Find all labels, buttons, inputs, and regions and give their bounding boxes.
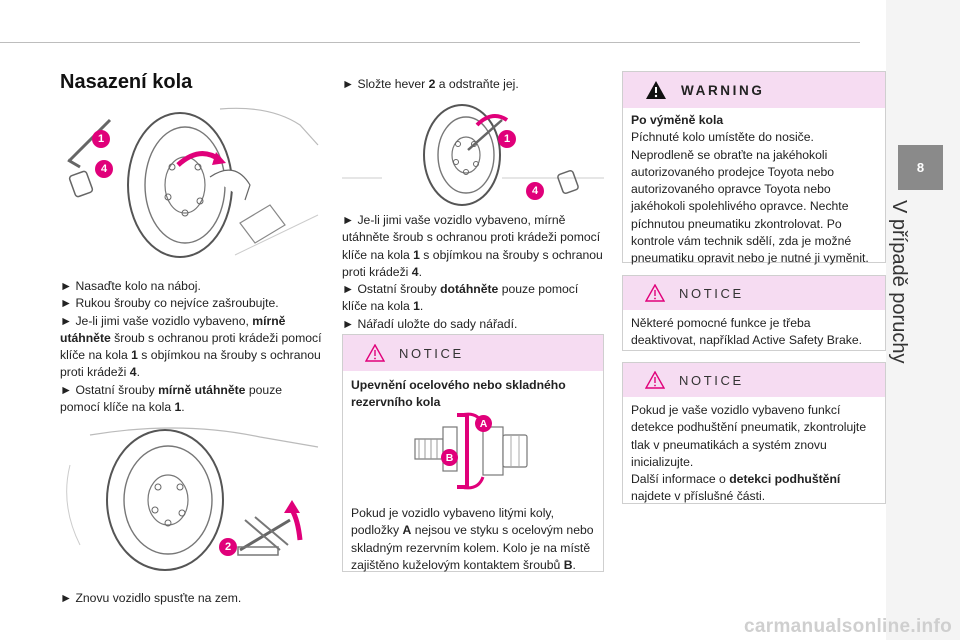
notice-header: NOTICE bbox=[343, 335, 603, 371]
caution-triangle-icon bbox=[365, 344, 385, 362]
step-mount-wheel-text: ► Nasaďte kolo na náboj. ► Rukou šrouby … bbox=[60, 279, 322, 415]
warning-header: WARNING bbox=[623, 72, 885, 108]
watermark: carmanualsonline.info bbox=[744, 616, 952, 637]
notice-text: Pokud je vozidlo vybaveno litými koly, p… bbox=[351, 506, 594, 572]
wheel-mounting-illustration bbox=[67, 107, 319, 258]
notice-label: NOTICE bbox=[679, 285, 744, 301]
callout-4: 4 bbox=[95, 160, 113, 178]
chapter-sidebar bbox=[886, 0, 960, 640]
warning-box: WARNING Po výměně kola Píchnuté kolo umí… bbox=[622, 71, 886, 265]
warning-label: WARNING bbox=[681, 82, 765, 98]
tighten-bolts-illustration bbox=[342, 104, 604, 206]
chapter-title-text: V případě poruchy bbox=[888, 200, 910, 364]
caution-triangle-icon bbox=[645, 284, 665, 302]
callout-A: A bbox=[475, 415, 492, 432]
callout-1-middle: 1 bbox=[498, 130, 516, 148]
warning-heading: Po výměně kola bbox=[631, 113, 724, 127]
caution-triangle-icon bbox=[645, 371, 665, 389]
notice-box-spare-wheel: NOTICE Upevnění ocelového nebo skladného… bbox=[342, 334, 604, 572]
section-title: Nasazení kola bbox=[60, 71, 193, 93]
notice-box-assist-functions: NOTICE Některé pomocné funkce je třeba d… bbox=[622, 275, 886, 351]
notice-header: NOTICE bbox=[623, 276, 885, 310]
notice-heading: Upevnění ocelového nebo skladného rezerv… bbox=[351, 378, 566, 410]
callout-2: 2 bbox=[219, 538, 237, 556]
callout-4-middle: 4 bbox=[526, 182, 544, 200]
lower-car-illustration bbox=[66, 427, 319, 571]
chapter-number-tab[interactable]: 8 bbox=[898, 145, 943, 190]
header-rule bbox=[0, 42, 860, 43]
notice-label: NOTICE bbox=[679, 372, 744, 388]
notice-box-tire-pressure: NOTICE Pokud je vaše vozidlo vybaveno fu… bbox=[622, 362, 886, 504]
step-tighten-bolts-text: ► Je-li jimi vaše vozidlo vybaveno, mírn… bbox=[342, 213, 603, 331]
warning-text: Píchnuté kolo umístěte do nosiče. Neprod… bbox=[631, 130, 869, 266]
notice-text: Pokud je vaše vozidlo vybaveno funkcí de… bbox=[631, 403, 867, 504]
notice-text: Některé pomocné funkce je třeba deaktivo… bbox=[631, 316, 863, 348]
bolt-washer-diagram bbox=[414, 412, 528, 490]
warning-body: Po výměně kola Píchnuté kolo umístěte do… bbox=[623, 108, 885, 276]
notice-header: NOTICE bbox=[623, 363, 885, 397]
notice-label: NOTICE bbox=[399, 345, 464, 361]
callout-1: 1 bbox=[92, 130, 110, 148]
step-lower-vehicle-text: ► Znovu vozidlo spusťte na zem. bbox=[60, 591, 242, 605]
callout-B: B bbox=[441, 449, 458, 466]
step-fold-jack-text: ► Složte hever 2 a odstraňte jej. bbox=[342, 77, 519, 91]
warning-triangle-icon bbox=[646, 81, 666, 99]
